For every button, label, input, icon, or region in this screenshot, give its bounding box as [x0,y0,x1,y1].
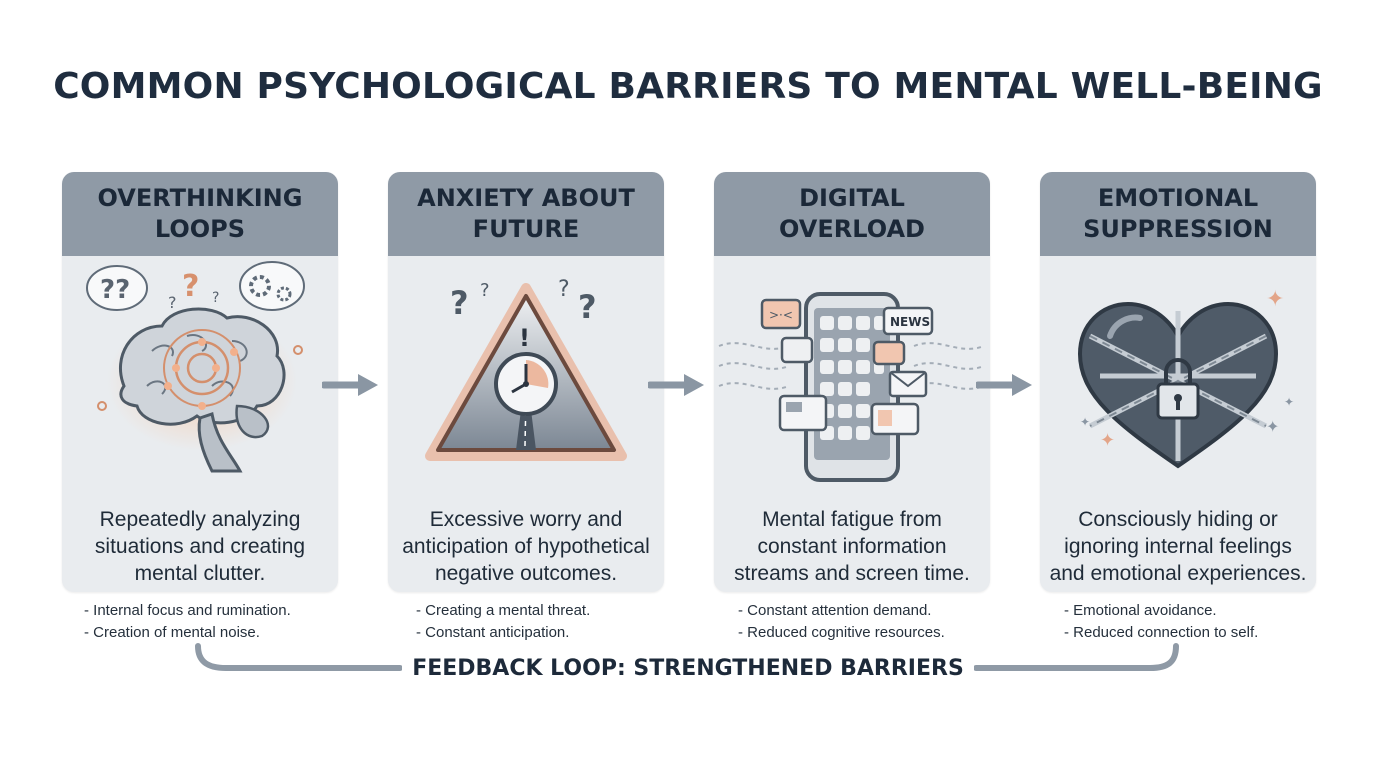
bullet-item: - Creation of mental noise. [84,624,260,641]
card-digital-overload: DIGITAL OVERLOAD >·< NEWS Mental fatigue… [714,172,990,592]
feedback-loop-label: FEEDBACK LOOP: STRENGTHENED BARRIERS [0,656,1376,681]
card-bullets-overthinking: - Internal focus and rumination. - Creat… [84,600,291,644]
arrow-right-icon [976,374,1032,396]
bullet-item: - Creating a mental threat. [416,602,591,619]
svg-text:✦: ✦ [1080,415,1090,429]
card-heading: DIGITAL OVERLOAD [714,172,990,256]
svg-text:??: ?? [100,275,130,305]
svg-text:?: ? [212,290,219,306]
card-description: Mental fatigue from constant information… [734,508,970,585]
card-overthinking-loops: OVERTHINKING LOOPS ?? ? ? ? Rep [62,172,338,592]
card-description: Excessive worry and anticipation of hypo… [402,508,650,585]
svg-text:?: ? [450,284,469,322]
card-emotional-suppression: EMOTIONAL SUPPRESSION ✦ ✦ ✦ ✦ ✦ Consciou… [1040,172,1316,592]
bullet-item: - Constant attention demand. [738,602,932,619]
svg-text:?: ? [578,288,597,326]
bullet-item: - Reduced cognitive resources. [738,624,945,641]
card-heading: EMOTIONAL SUPPRESSION [1040,172,1316,256]
svg-text:✦: ✦ [1266,287,1284,312]
card-description: Consciously hiding or ignoring internal … [1049,508,1307,585]
brain-icon: ?? ? ? ? [86,261,305,473]
card-bullets-digital: - Constant attention demand. - Reduced c… [738,600,945,644]
bullet-item: - Reduced connection to self. [1064,624,1259,641]
svg-text:?: ? [558,277,570,302]
bullet-item: - Emotional avoidance. [1064,602,1217,619]
svg-text:?: ? [480,280,490,301]
card-heading: OVERTHINKING LOOPS [62,172,338,256]
arrow-right-icon [322,374,378,396]
svg-text:✦: ✦ [1284,395,1294,409]
card-anxiety-about-future: ANXIETY ABOUT FUTURE ? ? ? ? ! Excessive… [388,172,664,592]
news-badge: NEWS [890,315,930,329]
chained-heart-icon: ✦ ✦ ✦ ✦ ✦ [1077,287,1294,469]
card-description: Repeatedly analyzing situations and crea… [94,508,306,585]
svg-text:?: ? [168,293,177,312]
svg-text:✦: ✦ [1266,417,1279,436]
svg-text:?: ? [182,269,199,304]
card-bullets-anxiety: - Creating a mental threat. - Constant a… [416,600,590,644]
svg-text:✦: ✦ [1100,430,1115,451]
svg-text:>·<: >·< [769,308,793,322]
arrow-right-icon [648,374,704,396]
page-title: COMMON PSYCHOLOGICAL BARRIERS TO MENTAL … [53,66,1323,107]
bullet-item: - Constant anticipation. [416,624,570,641]
smartphone-icon: >·< NEWS [718,292,985,482]
warning-clock-icon: ? ? ? ? ! [425,277,627,461]
card-heading: ANXIETY ABOUT FUTURE [388,172,664,256]
bullet-item: - Internal focus and rumination. [84,602,291,619]
svg-text:!: ! [519,324,530,352]
card-bullets-emotional: - Emotional avoidance. - Reduced connect… [1064,600,1258,644]
